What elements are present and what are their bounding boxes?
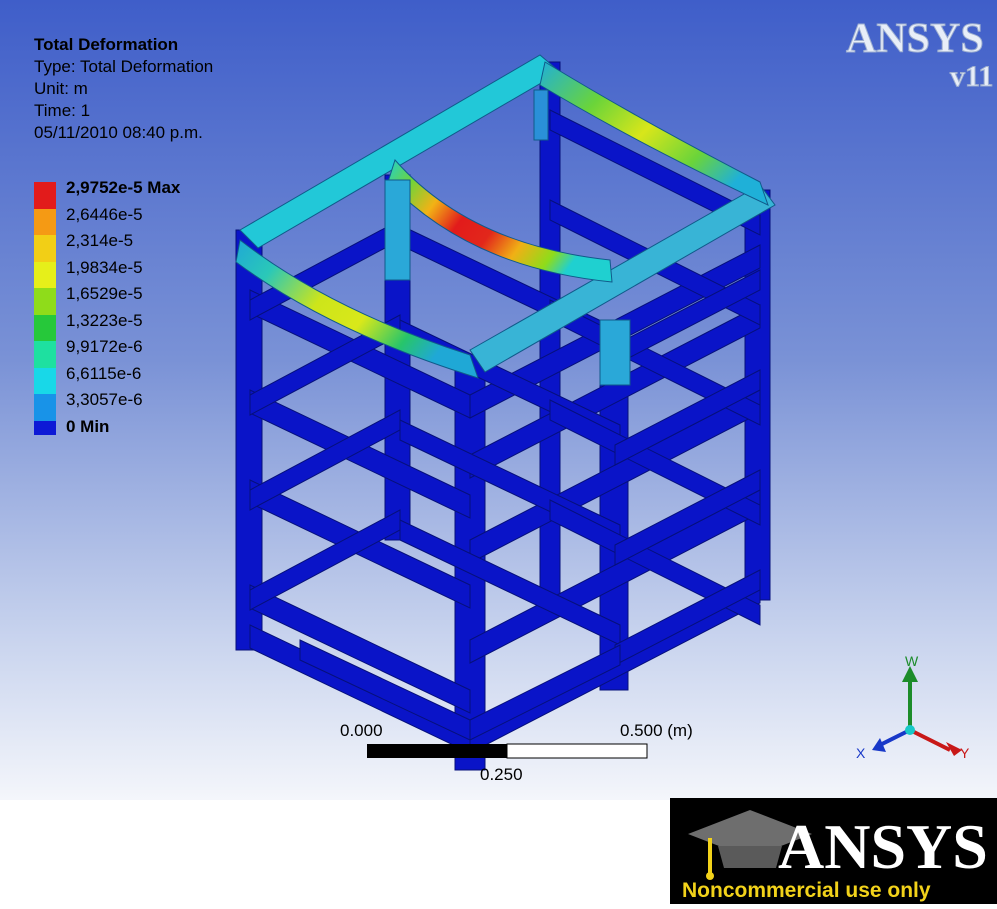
logo-brand-text: ANSYS: [778, 811, 988, 882]
scale-left-label: 0.000: [340, 721, 383, 740]
result-info: Total Deformation Type: Total Deformatio…: [34, 34, 213, 144]
legend-label: 2,6446e-5: [66, 204, 143, 224]
legend-label: 9,9172e-6: [66, 337, 143, 356]
legend-label: 6,6115e-6: [66, 363, 142, 383]
legend-swatch: [34, 314, 56, 341]
graduation-cap-icon: ANSYS Noncommercial use only: [682, 810, 988, 902]
graphics-viewport[interactable]: Total Deformation Type: Total Deformatio…: [0, 0, 997, 800]
noncommercial-notice: Noncommercial use only: [682, 879, 931, 902]
legend-swatch: [34, 182, 56, 209]
top-beams: [235, 54, 776, 386]
legend-swatch: [34, 394, 56, 421]
noncommercial-logo: ANSYS Noncommercial use only: [670, 798, 997, 904]
result-type: Type: Total Deformation: [34, 57, 214, 76]
axis-x-label: X: [856, 745, 866, 761]
axis-z-label: W: [905, 653, 919, 669]
legend-label: 2,314e-5: [66, 231, 134, 250]
frame-model[interactable]: [0, 0, 997, 800]
legend-label: 2,9752e-5 Max: [66, 178, 181, 197]
legend-swatch: [34, 341, 56, 368]
legend-swatch: [34, 288, 56, 315]
result-time: Time: 1: [34, 101, 91, 120]
legend-label: 1,3223e-5: [66, 310, 143, 330]
frame-members: [235, 61, 771, 771]
axis-y-label: Y: [960, 745, 970, 761]
legend-label: 0 Min: [66, 416, 110, 436]
result-title: Total Deformation: [34, 35, 179, 54]
scale-mid-label: 0.250: [480, 765, 523, 784]
scale-bar: 0.000 0.500 (m) 0.250: [340, 721, 693, 784]
scale-right-label: 0.500 (m): [620, 721, 693, 740]
legend-label: 1,9834e-5: [66, 257, 143, 277]
result-date: 05/11/2010 08:40 p.m.: [34, 123, 203, 142]
legend-swatch: [34, 261, 56, 288]
ansys-logo-icon: ANSYS v11: [846, 16, 994, 94]
legend-swatch: [34, 208, 56, 235]
result-unit: Unit: m: [34, 79, 88, 98]
legend-label: 3,3057e-6: [66, 390, 143, 409]
legend-swatch: [34, 235, 56, 262]
svg-text:ANSYS: ANSYS: [846, 16, 984, 62]
legend-label: 1,6529e-5: [66, 284, 143, 303]
version-label: v11: [950, 60, 993, 93]
legend-swatch: [34, 420, 56, 435]
axis-triad-icon[interactable]: W Y X: [850, 650, 980, 770]
legend-swatch: [34, 367, 56, 394]
